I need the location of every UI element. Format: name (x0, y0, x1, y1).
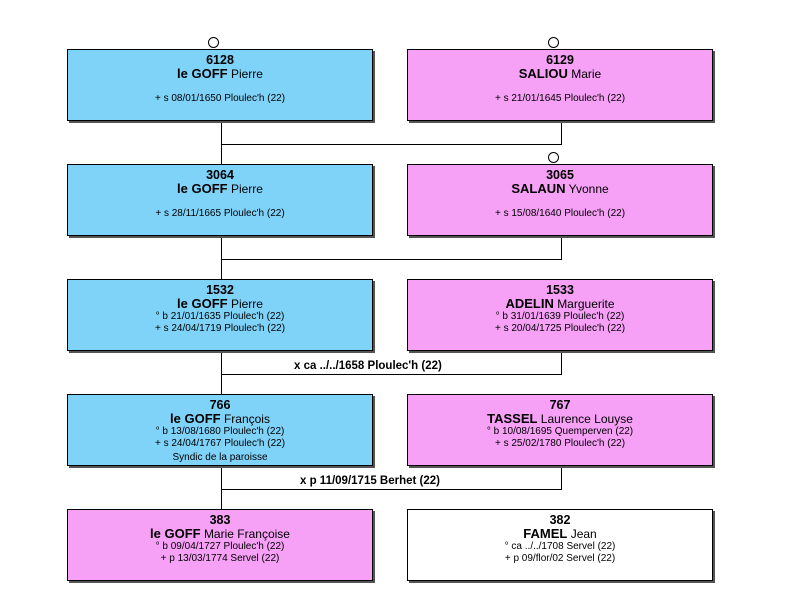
person-box-6128[interactable]: 6128 le GOFF Pierre + s 08/01/1650 Ploul… (67, 49, 373, 121)
event-death: + s 24/04/1767 Ploulec'h (22) (154, 438, 286, 449)
person-name: FAMEL Jean (523, 526, 597, 542)
sosa-number: 767 (549, 398, 571, 412)
connector-line (561, 466, 562, 490)
person-box-3065[interactable]: 3065 SALAUN Yvonne + s 15/08/1640 Ploule… (407, 164, 713, 236)
person-box-766[interactable]: 766 le GOFF François ° b 13/08/1680 Plou… (67, 394, 373, 466)
person-box-767[interactable]: 767 TASSEL Laurence Louyse ° b 10/08/169… (407, 394, 713, 466)
person-box-6129[interactable]: 6129 SALIOU Marie + s 21/01/1645 Ploulec… (407, 49, 713, 121)
event-birth: ° b 09/04/1727 Ploulec'h (22) (155, 541, 285, 552)
person-name: ADELIN Marguerite (505, 296, 615, 312)
person-name: SALIOU Marie (518, 66, 602, 82)
event-death: + s 21/01/1645 Ploulec'h (22) (494, 93, 626, 104)
person-name: le GOFF François (170, 411, 270, 427)
person-name: SALAUN Yvonne (511, 181, 609, 197)
connector-line (221, 259, 222, 280)
connector-line (561, 236, 562, 260)
sosa-number: 3064 (206, 168, 234, 182)
no-parents-circle-icon (548, 37, 559, 48)
no-parents-circle-icon (548, 152, 559, 163)
person-box-1532[interactable]: 1532 le GOFF Pierre ° b 21/01/1635 Ploul… (67, 279, 373, 351)
occupation-note: Syndic de la paroisse (172, 452, 268, 463)
person-box-382[interactable]: 382 FAMEL Jean ° ca ../../1708 Servel (2… (407, 509, 713, 581)
connector-line (221, 259, 562, 260)
person-box-383[interactable]: 383 le GOFF Marie Françoise ° b 09/04/17… (67, 509, 373, 581)
person-box-3064[interactable]: 3064 le GOFF Pierre + s 28/11/1665 Ploul… (67, 164, 373, 236)
event-death: + s 28/11/1665 Ploulec'h (22) (155, 208, 285, 219)
connector-line (221, 351, 222, 395)
connector-line (561, 351, 562, 375)
sosa-number: 1533 (546, 283, 574, 297)
event-death: + s 25/02/1780 Ploulec'h (22) (494, 438, 626, 449)
event-death: + p 13/03/1774 Servel (22) (160, 553, 280, 564)
event-death: + s 15/08/1640 Ploulec'h (22) (494, 208, 626, 219)
person-name: le GOFF Pierre (177, 181, 263, 197)
person-box-1533[interactable]: 1533 ADELIN Marguerite ° b 31/01/1639 Pl… (407, 279, 713, 351)
sosa-number: 766 (209, 398, 231, 412)
connector-line (221, 144, 222, 165)
sosa-number: 6128 (206, 53, 234, 67)
sosa-number: 382 (549, 513, 571, 527)
no-parents-circle-icon (208, 37, 219, 48)
sosa-number: 383 (209, 513, 231, 527)
sosa-number: 3065 (546, 168, 574, 182)
marriage-label: x p 11/09/1715 Berhet (22) (300, 475, 440, 487)
sosa-number: 6129 (546, 53, 574, 67)
event-birth: ° ca ../../1708 Servel (22) (504, 541, 616, 552)
connector-line (221, 466, 222, 510)
connector-line (221, 489, 562, 490)
event-birth: ° b 13/08/1680 Ploulec'h (22) (155, 426, 285, 437)
marriage-label: x ca ../../1658 Ploulec'h (22) (294, 360, 442, 372)
person-name: le GOFF Pierre (177, 66, 263, 82)
event-death: + s 20/04/1725 Ploulec'h (22) (494, 323, 626, 334)
event-birth: ° b 10/08/1695 Quemperven (22) (486, 426, 634, 437)
connector-line (221, 144, 562, 145)
event-death: + s 08/01/1650 Ploulec'h (22) (154, 93, 286, 104)
person-name: le GOFF Pierre (177, 296, 263, 312)
connector-line (221, 236, 222, 260)
person-name: TASSEL Laurence Louyse (487, 411, 633, 427)
event-death: + p 09/flor/02 Servel (22) (504, 553, 616, 564)
event-birth: ° b 31/01/1639 Ploulec'h (22) (495, 311, 625, 322)
event-death: + s 24/04/1719 Ploulec'h (22) (154, 323, 286, 334)
connector-line (561, 121, 562, 144)
person-name: le GOFF Marie Françoise (150, 526, 290, 542)
sosa-number: 1532 (206, 283, 234, 297)
connector-line (221, 374, 562, 375)
connector-line (221, 121, 222, 144)
event-birth: ° b 21/01/1635 Ploulec'h (22) (155, 311, 285, 322)
